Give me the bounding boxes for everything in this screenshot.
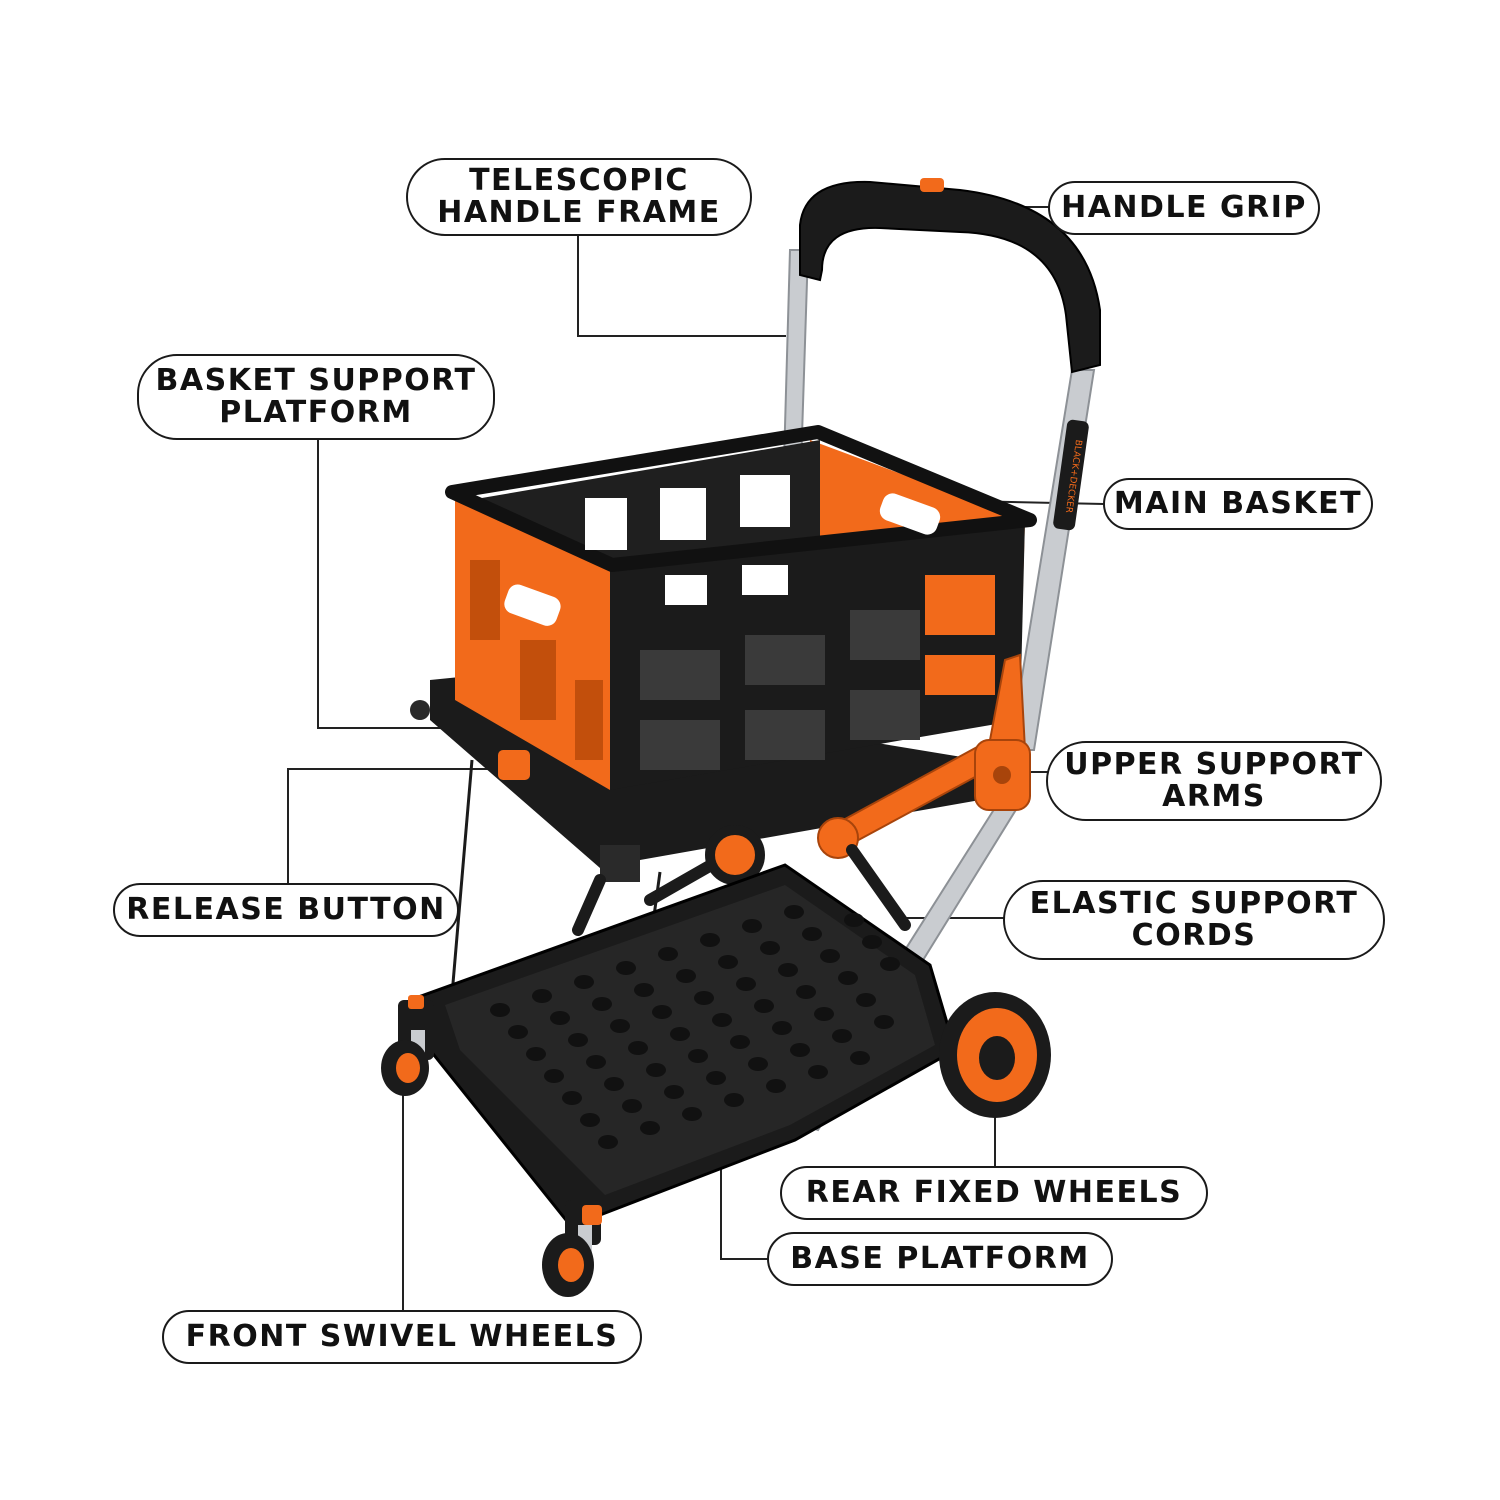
label-upper-support-arms-line2: ARMS	[1162, 779, 1266, 814]
platform-hole	[772, 1021, 792, 1035]
platform-hole	[616, 961, 636, 975]
platform-hole	[718, 955, 738, 969]
label-elastic-support-cords: ELASTIC SUPPORT CORDS	[1003, 880, 1385, 960]
label-telescopic-handle-frame-line2: HANDLE FRAME	[437, 195, 721, 230]
platform-hole	[628, 1041, 648, 1055]
label-telescopic-handle-frame: TELESCOPIC HANDLE FRAME	[406, 158, 752, 236]
platform-hole	[760, 941, 780, 955]
label-front-swivel-wheels: FRONT SWIVEL WHEELS	[162, 1310, 642, 1364]
platform-hole	[532, 989, 552, 1003]
label-telescopic-handle-frame-line1: TELESCOPIC	[469, 163, 689, 198]
handle-grip-accent	[920, 178, 944, 192]
label-rear-fixed-wheels-text: REAR FIXED WHEELS	[805, 1175, 1183, 1210]
platform-hole	[604, 1077, 624, 1091]
platform-hole	[802, 927, 822, 941]
front-swivel-wheels	[381, 995, 602, 1297]
platform-hole	[586, 1055, 606, 1069]
label-rear-fixed-wheels: REAR FIXED WHEELS	[780, 1166, 1208, 1220]
platform-hole	[862, 935, 882, 949]
main-basket	[445, 425, 1037, 790]
platform-hole	[796, 985, 816, 999]
platform-hole	[838, 971, 858, 985]
label-main-basket: MAIN BASKET	[1103, 478, 1373, 530]
platform-hole	[592, 997, 612, 1011]
platform-hole	[754, 999, 774, 1013]
platform-hole	[820, 949, 840, 963]
platform-hole	[736, 977, 756, 991]
platform-hole	[832, 1029, 852, 1043]
label-handle-grip-text: HANDLE GRIP	[1061, 190, 1307, 225]
platform-hole	[700, 933, 720, 947]
platform-hole	[580, 1113, 600, 1127]
label-base-platform-text: BASE PLATFORM	[790, 1241, 1090, 1276]
platform-hole	[490, 1003, 510, 1017]
label-upper-support-arms-line1: UPPER SUPPORT	[1064, 747, 1364, 782]
label-front-swivel-wheels-text: FRONT SWIVEL WHEELS	[185, 1319, 619, 1354]
label-elastic-support-cords-line2: CORDS	[1131, 918, 1257, 953]
label-basket-support-platform-line2: PLATFORM	[219, 395, 413, 430]
platform-hole	[712, 1013, 732, 1027]
platform-hole	[568, 1033, 588, 1047]
platform-hole	[634, 983, 654, 997]
platform-hole	[844, 913, 864, 927]
platform-hole	[790, 1043, 810, 1057]
leader-basket-support-platform	[317, 440, 470, 729]
platform-hole	[730, 1035, 750, 1049]
platform-hole	[598, 1135, 618, 1149]
platform-hole	[664, 1085, 684, 1099]
platform-hole	[874, 1015, 894, 1029]
platform-hole	[610, 1019, 630, 1033]
platform-hole	[574, 975, 594, 989]
platform-hole	[688, 1049, 708, 1063]
platform-hole	[526, 1047, 546, 1061]
rear-fixed-wheel	[939, 992, 1051, 1118]
platform-hole	[850, 1051, 870, 1065]
platform-hole	[544, 1069, 564, 1083]
platform-hole	[778, 963, 798, 977]
platform-hole	[508, 1025, 528, 1039]
label-main-basket-text: MAIN BASKET	[1113, 486, 1363, 521]
platform-hole	[652, 1005, 672, 1019]
platform-hole	[694, 991, 714, 1005]
label-handle-grip: HANDLE GRIP	[1048, 181, 1320, 235]
platform-hole	[550, 1011, 570, 1025]
platform-hole	[814, 1007, 834, 1021]
platform-hole	[646, 1063, 666, 1077]
label-base-platform: BASE PLATFORM	[767, 1232, 1113, 1286]
label-basket-support-platform: BASKET SUPPORT PLATFORM	[137, 354, 495, 440]
platform-hole	[784, 905, 804, 919]
platform-hole	[856, 993, 876, 1007]
leader-release-button	[287, 768, 488, 885]
label-upper-support-arms: UPPER SUPPORT ARMS	[1046, 741, 1382, 821]
platform-hole	[670, 1027, 690, 1041]
label-release-button-text: RELEASE BUTTON	[126, 892, 446, 927]
platform-hole	[658, 947, 678, 961]
label-basket-support-platform-line1: BASKET SUPPORT	[155, 363, 477, 398]
label-release-button: RELEASE BUTTON	[113, 883, 459, 937]
platform-hole	[640, 1121, 660, 1135]
handle-grip	[799, 180, 1101, 374]
platform-hole	[706, 1071, 726, 1085]
platform-hole	[880, 957, 900, 971]
platform-hole	[682, 1107, 702, 1121]
platform-hole	[766, 1079, 786, 1093]
release-button-part	[498, 750, 530, 780]
platform-hole	[808, 1065, 828, 1079]
platform-hole	[742, 919, 762, 933]
platform-hole	[676, 969, 696, 983]
label-elastic-support-cords-line1: ELASTIC SUPPORT	[1029, 886, 1359, 921]
platform-hole	[748, 1057, 768, 1071]
platform-hole	[562, 1091, 582, 1105]
platform-hole	[724, 1093, 744, 1107]
brand-badge	[1053, 419, 1089, 531]
base-platform	[408, 863, 957, 1227]
leader-telescopic-handle-frame	[577, 235, 786, 337]
platform-hole	[622, 1099, 642, 1113]
